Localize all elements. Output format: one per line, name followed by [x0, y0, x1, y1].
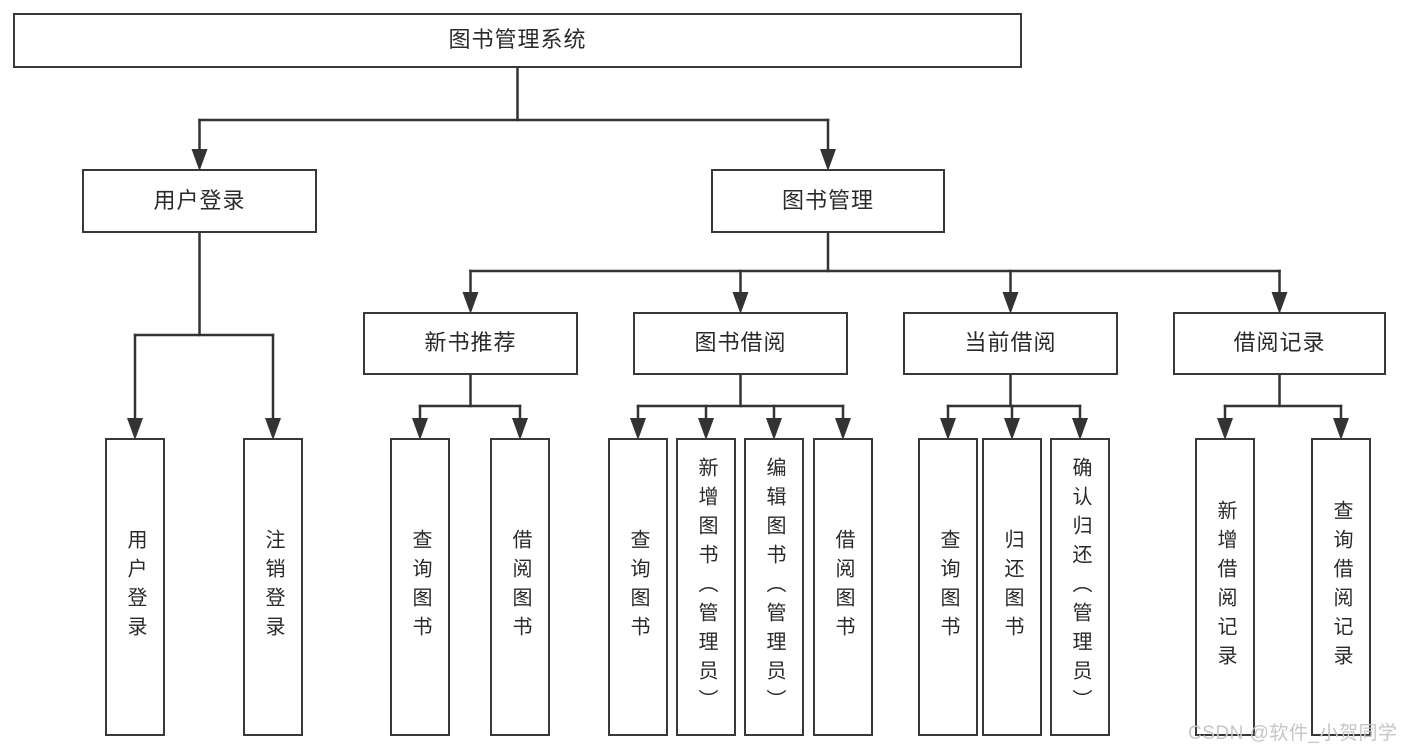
arrowhead-down-icon — [835, 418, 851, 440]
node-root: 图书管理系统 — [13, 13, 1022, 68]
node-leaf-nb-borrow: 借阅图书 — [490, 438, 550, 736]
node-leaf-logout: 注销登录 — [243, 438, 303, 736]
node-leaf-br-add: 新增借阅记录 — [1195, 438, 1255, 736]
arrowhead-down-icon — [1271, 292, 1288, 314]
arrowhead-down-icon — [1217, 418, 1233, 440]
node-leaf-br-query: 查询借阅记录 — [1311, 438, 1371, 736]
arrowhead-down-icon — [630, 418, 646, 440]
arrowhead-down-icon — [191, 149, 208, 171]
node-leaf-cb-confirm: 确认归还（管理员） — [1050, 438, 1110, 736]
watermark: CSDN @软件_小贺同学 — [1188, 723, 1398, 744]
arrowhead-down-icon — [1333, 418, 1349, 440]
arrowhead-down-icon — [127, 418, 143, 440]
arrowhead-down-icon — [766, 418, 782, 440]
arrowhead-down-icon — [412, 418, 428, 440]
node-leaf-bb-edit: 编辑图书（管理员） — [744, 438, 804, 736]
arrowhead-down-icon — [462, 292, 479, 314]
node-leaf-nb-query: 查询图书 — [390, 438, 450, 736]
arrowhead-down-icon — [1002, 292, 1019, 314]
node-book-mgmt: 图书管理 — [711, 169, 945, 233]
node-leaf-bb-query: 查询图书 — [608, 438, 668, 736]
node-user-login: 用户登录 — [82, 169, 317, 233]
node-leaf-bb-add: 新增图书（管理员） — [676, 438, 736, 736]
arrowhead-down-icon — [940, 418, 956, 440]
arrowhead-down-icon — [698, 418, 714, 440]
node-borrow-record: 借阅记录 — [1173, 312, 1386, 375]
node-new-book-rec: 新书推荐 — [363, 312, 578, 375]
node-leaf-cb-query: 查询图书 — [918, 438, 978, 736]
arrowhead-down-icon — [1072, 418, 1088, 440]
node-leaf-user-login: 用户登录 — [105, 438, 165, 736]
arrowhead-down-icon — [1004, 418, 1020, 440]
node-leaf-cb-return: 归还图书 — [982, 438, 1042, 736]
arrowhead-down-icon — [732, 292, 749, 314]
arrowhead-down-icon — [265, 418, 281, 440]
node-book-borrow: 图书借阅 — [633, 312, 848, 375]
arrowhead-down-icon — [820, 149, 836, 171]
node-leaf-bb-borrow: 借阅图书 — [813, 438, 873, 736]
arrowhead-down-icon — [512, 418, 528, 440]
node-current-borrow: 当前借阅 — [903, 312, 1118, 375]
